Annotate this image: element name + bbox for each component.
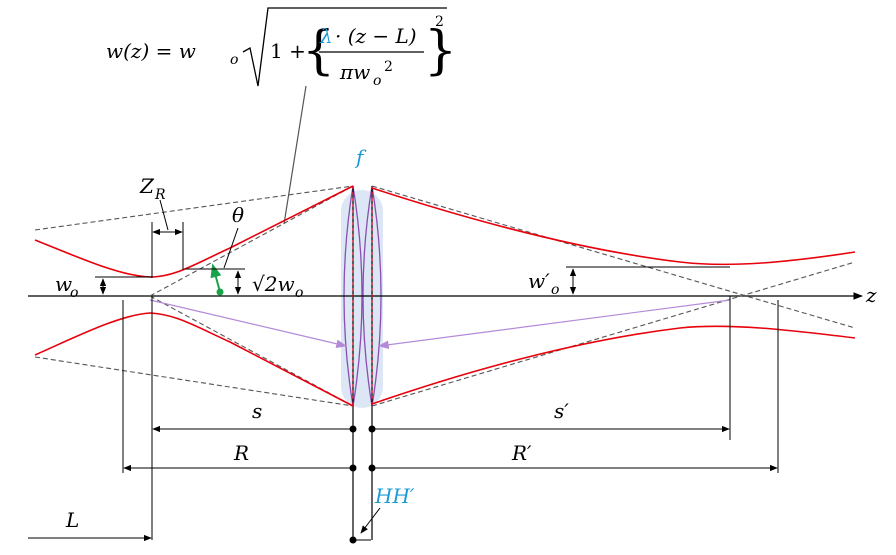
beam-asymptotes: [34, 185, 856, 407]
formula-lhs: w(z) = w: [106, 39, 196, 63]
focal-length-label: f: [354, 145, 367, 169]
R-label: R: [233, 441, 249, 465]
divergence-angle-vertex: [216, 288, 224, 296]
object-to-lens-pointer: [149, 299, 348, 348]
rayleigh-label: Z: [139, 174, 155, 198]
w0-prime-sub: o: [551, 282, 559, 298]
formula-pointer-line: [283, 85, 307, 225]
L-label: L: [65, 508, 79, 532]
w0-label: w: [55, 272, 72, 296]
rayleigh-sub: R: [154, 187, 166, 203]
formula-den-sup: 2: [384, 59, 393, 75]
HH-prime-label: HH′: [374, 484, 415, 508]
formula-den-sub: o: [373, 73, 381, 89]
s-prime-label: s′: [554, 399, 569, 423]
image-to-lens-pointer: [377, 299, 731, 350]
s-label: s: [252, 399, 262, 423]
s-node-h: [349, 425, 357, 433]
R-node-h: [349, 464, 357, 472]
left-brace: {: [302, 21, 335, 81]
formula-outer-exp: 2: [435, 14, 444, 30]
formula-lambda: λ: [319, 24, 333, 48]
sqrt2-w0-sub: o: [295, 285, 303, 301]
formula-denominator: πw: [339, 60, 370, 84]
R-node-h-prime: [368, 464, 376, 472]
formula-one-plus: 1 +: [270, 39, 306, 63]
theta-label: θ: [232, 203, 244, 227]
w0-prime-label: w′: [528, 269, 550, 293]
w0-sub: o: [70, 285, 78, 301]
sqrt2-w0-label: √2w: [252, 272, 295, 296]
R-prime-label: R′: [511, 441, 532, 465]
theta-leader: [223, 227, 239, 269]
formula-lhs-sub: o: [230, 52, 238, 68]
right-brace: }: [424, 21, 457, 81]
beam-radius-formula: w(z) = w o 1 + { λ · (z − L) πw o 2 } 2: [106, 7, 457, 89]
s-node-h-prime: [368, 425, 376, 433]
rayleigh-leader: [159, 199, 169, 231]
HH-node: [349, 536, 357, 544]
HH-prime-leader: [360, 507, 381, 534]
divergence-angle-arrow: [210, 263, 222, 293]
sqrt-sign: [242, 7, 447, 87]
axis-z-label: z: [865, 283, 877, 307]
formula-numerator: · (z − L): [335, 24, 417, 48]
